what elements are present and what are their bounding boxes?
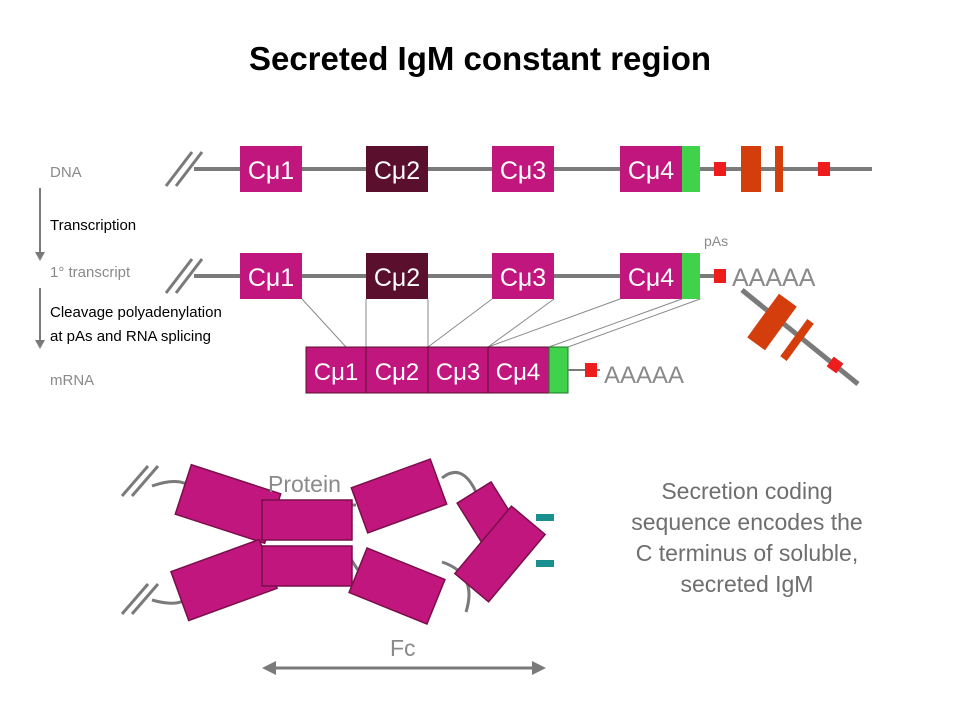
dna-c1-exon xyxy=(240,146,302,192)
description-line-3: C terminus of soluble, xyxy=(635,540,859,566)
mrna-c2-exon xyxy=(365,346,429,394)
mrna-c3-label: Cμ3 xyxy=(436,359,481,386)
mrna-c2-label: Cμ2 xyxy=(375,359,420,386)
mrna-c1-exon xyxy=(305,346,367,394)
protein-break-marks xyxy=(120,465,160,615)
cleavage-step-label-line1: Cleavage polyadenylation xyxy=(50,304,222,321)
dna-row: Cμ1 Cμ2 Cμ3 Cμ4 xyxy=(164,146,872,192)
primary-transcript-stage-label: 1° transcript xyxy=(50,264,131,281)
transcript-break-mark xyxy=(164,258,204,294)
heavy-chain-b-ch4-domain xyxy=(453,505,547,603)
transcript-c4-exon xyxy=(620,253,682,299)
description-line-2: sequence encodes the xyxy=(631,509,863,535)
heavy-chain-b-ch3-domain xyxy=(348,547,446,625)
transcription-step-label: Transcription xyxy=(50,217,137,234)
process-arrows xyxy=(35,188,45,349)
dna-break-mark xyxy=(164,151,204,187)
fc-arrow xyxy=(262,661,546,675)
excised-membrane-fragment xyxy=(740,288,860,386)
transcript-row: Cμ1 Cμ2 Cμ3 Cμ4 AAAAA xyxy=(164,253,816,299)
mrna-pas-site xyxy=(585,363,597,377)
transcript-secretion-exon xyxy=(682,253,700,299)
dna-membrane-exon-1 xyxy=(741,146,761,192)
transcript-polya-tail: AAAAA xyxy=(732,264,816,292)
dna-c4-exon xyxy=(620,146,682,192)
excised-membrane-exon-2 xyxy=(780,319,814,361)
transcript-c3-exon xyxy=(492,253,554,299)
disulfide-bond-2 xyxy=(536,560,554,567)
dna-pas-site-1 xyxy=(714,162,726,176)
heavy-chain-b-ch1-domain xyxy=(169,538,279,622)
dna-c1-label: Cμ1 xyxy=(248,157,294,185)
transcript-pas-site xyxy=(714,269,726,283)
mrna-polya-tail: AAAAA xyxy=(604,362,684,389)
dna-c2-label: Cμ2 xyxy=(374,157,420,185)
transcript-c1-exon xyxy=(240,253,302,299)
fc-label: Fc xyxy=(390,635,416,661)
description-line-1: Secretion coding xyxy=(661,478,833,504)
secretion-description: Secretion coding sequence encodes the C … xyxy=(598,476,896,600)
excised-pas-site xyxy=(826,356,844,374)
description-line-4: secreted IgM xyxy=(680,571,814,597)
heavy-chain-a-ch2-domain xyxy=(261,499,353,541)
mrna-stage-label: mRNA xyxy=(50,372,95,389)
excised-membrane-exon-1 xyxy=(747,293,797,351)
pas-label: pAs xyxy=(704,233,729,249)
dna-membrane-exon-2 xyxy=(775,146,783,192)
protein-label: Protein xyxy=(268,471,341,497)
transcript-c1-label: Cμ1 xyxy=(248,264,294,292)
transcript-c2-exon xyxy=(366,253,428,299)
mrna-c1-label: Cμ1 xyxy=(314,359,359,386)
mrna-row: Cμ1 Cμ2 Cμ3 Cμ4 AAAAA xyxy=(305,346,684,394)
heavy-chain-a-ch3-domain xyxy=(350,458,448,534)
dna-c4-label: Cμ4 xyxy=(628,157,674,185)
dna-secretion-exon xyxy=(682,146,700,192)
dna-stage-label: DNA xyxy=(50,164,82,181)
transcript-c2-label: Cμ2 xyxy=(374,264,420,292)
dna-pas-site-2 xyxy=(818,162,830,176)
protein-diagram: Protein Fc xyxy=(120,458,554,675)
disulfide-bond-1 xyxy=(536,514,554,521)
mrna-secretion-exon xyxy=(548,346,569,394)
mrna-c3-exon xyxy=(427,346,489,394)
dna-c2-exon xyxy=(366,146,428,192)
heavy-chain-b-ch2-domain xyxy=(261,545,353,587)
splice-connectors xyxy=(301,298,701,348)
transcript-c3-label: Cμ3 xyxy=(500,264,546,292)
cleavage-step-label-line2: at pAs and RNA splicing xyxy=(50,328,211,345)
mrna-c4-label: Cμ4 xyxy=(496,359,541,386)
dna-c3-exon xyxy=(492,146,554,192)
dna-c3-label: Cμ3 xyxy=(500,157,546,185)
mrna-c4-exon xyxy=(487,346,550,394)
transcript-c4-label: Cμ4 xyxy=(628,264,674,292)
page-title: Secreted IgM constant region xyxy=(248,40,712,77)
